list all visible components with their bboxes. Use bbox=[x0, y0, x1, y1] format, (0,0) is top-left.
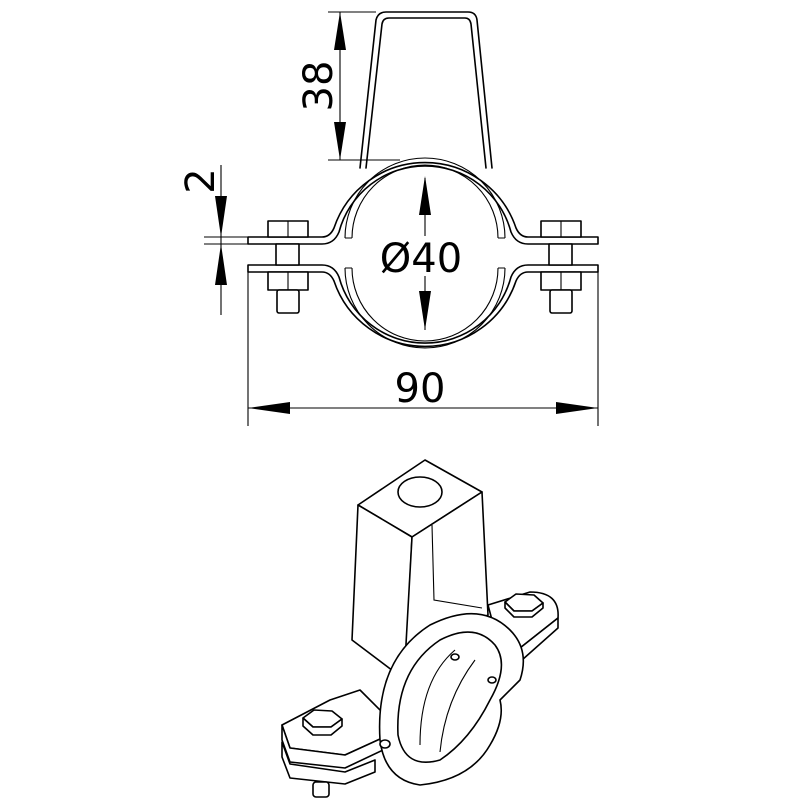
dim-diameter-label: Ø40 bbox=[380, 236, 462, 282]
isometric-view bbox=[281, 459, 559, 798]
iso-bolt-left bbox=[302, 709, 343, 798]
dimension-flange-thickness: 2 bbox=[178, 165, 248, 315]
right-bolt bbox=[540, 220, 582, 314]
bracket-inner bbox=[365, 17, 487, 169]
front-view: 38 2 Ø40 90 bbox=[178, 11, 599, 426]
dimension-bracket-height: 38 bbox=[296, 11, 400, 161]
dim-90-label: 90 bbox=[395, 366, 446, 412]
dim-2-label: 2 bbox=[178, 168, 224, 193]
dimension-pipe-diameter: Ø40 bbox=[380, 176, 462, 330]
upper-liner bbox=[344, 157, 506, 239]
dimension-overall-width: 90 bbox=[247, 272, 599, 426]
bracket-outer bbox=[359, 11, 493, 169]
upper-clamp-outer bbox=[247, 161, 599, 245]
lower-liner bbox=[344, 267, 506, 349]
left-bolt bbox=[267, 220, 309, 314]
iso-bolt-right bbox=[504, 593, 544, 618]
iso-mount-hole bbox=[397, 476, 443, 508]
dim-38-label: 38 bbox=[296, 61, 342, 112]
